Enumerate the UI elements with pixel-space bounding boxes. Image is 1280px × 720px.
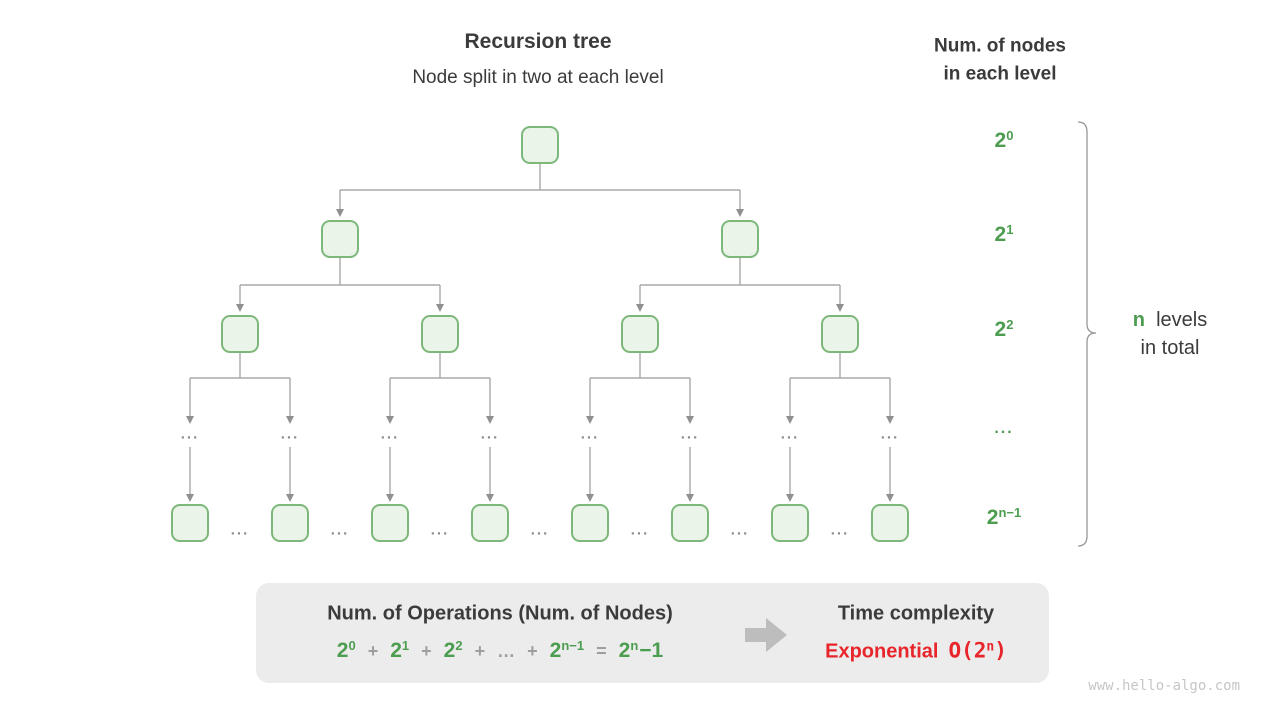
big-o-notation: O(2n) [948,638,1007,663]
ellipsis-level3: ... [480,425,500,443]
right-column-title: Num. of nodes in each level [934,32,1066,87]
tree-node-l2-2 [621,315,659,353]
tree-node-l2-3 [821,315,859,353]
level-label-2: 22 [994,316,1014,341]
ellipsis-leaf-gap: ... [530,521,550,539]
tree-node-l2-1 [421,315,459,353]
watermark: www.hello-algo.com [1088,678,1240,694]
tree-node-root [521,126,559,164]
tree-node-leaf-6 [771,504,809,542]
right-column-title-line1: Num. of nodes [934,35,1066,57]
formula-operator: + [367,641,379,661]
tree-node-leaf-4 [571,504,609,542]
complexity-word: Exponential [825,640,939,663]
ellipsis-leaf-gap: ... [230,521,250,539]
tree-node-leaf-1 [271,504,309,542]
formula-operator: + [421,641,432,661]
formula-ellipsis: … [497,641,516,661]
tree-node-l1-1 [721,220,759,258]
tree-node-leaf-5 [671,504,709,542]
formula-operator: + [527,641,538,661]
ellipsis-leaf-gap: ... [830,521,850,539]
formula-token: 21 [390,637,410,662]
level-label-ellipsis: ... [994,420,1014,437]
ellipsis-level3: ... [580,425,600,443]
ellipsis-leaf-gap: ... [630,521,650,539]
tree-node-leaf-2 [371,504,409,542]
ellipsis-level3: ... [680,425,700,443]
diagram-title: Recursion tree [464,30,612,53]
ellipsis-leaf-gap: ... [430,521,450,539]
formula-token: −1 [639,639,664,662]
formula-token: 2n [618,637,639,662]
level-label-1: 21 [994,221,1014,246]
operations-title: Num. of Operations (Num. of Nodes) [327,602,673,625]
tree-node-leaf-7 [871,504,909,542]
formula-operator: + [474,641,486,661]
levels-brace [1077,121,1097,547]
arrowheads [186,209,894,502]
levels-total-note: n levels in total [1132,309,1208,359]
ellipsis-level3: ... [780,425,800,443]
tree-node-leaf-3 [471,504,509,542]
time-complexity-title: Time complexity [837,602,995,625]
ellipsis-level3: ... [180,425,200,443]
summary-box [256,583,1049,683]
right-column-title-line2: in each level [943,63,1057,84]
formula-token: 20 [336,637,356,662]
ellipsis-level3: ... [880,425,900,443]
formula-token: 22 [443,637,463,662]
level-label-0: 20 [994,127,1014,152]
tree-node-l2-0 [221,315,259,353]
ellipsis-level3: ... [280,425,300,443]
level-label-4: 2n−1 [986,504,1022,529]
operations-formula: 20 +21 +22 + … +2n−1 = 2n−1 [331,637,669,663]
tree-node-l1-0 [321,220,359,258]
formula-operator: = [596,641,607,661]
diagram-subtitle: Node split in two at each level [412,67,664,88]
n-variable: n [1132,309,1145,331]
formula-token: 2n−1 [549,637,585,662]
tree-node-leaf-0 [171,504,209,542]
ellipsis-leaf-gap: ... [730,521,750,539]
complexity-value: Exponential O(2n) [825,639,1007,664]
tree-connector-lines [189,164,891,495]
ellipsis-level3: ... [380,425,400,443]
ellipsis-leaf-gap: ... [330,521,350,539]
